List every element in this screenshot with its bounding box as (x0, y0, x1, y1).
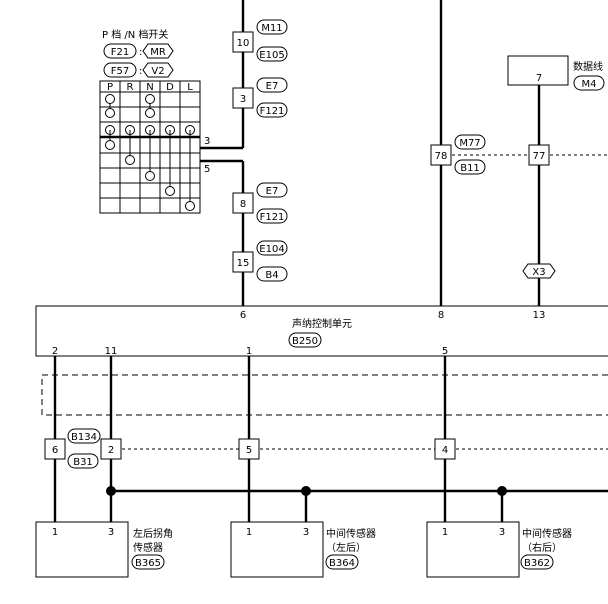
svg-text:1: 1 (52, 527, 58, 538)
switch-wires (200, 0, 245, 306)
svg-text:15: 15 (237, 258, 250, 269)
conn-e105: E105 (259, 50, 284, 61)
hex-mr-label: MR (150, 47, 166, 58)
data-line-box (507, 55, 569, 86)
lower-splice-6: 6 (52, 445, 58, 456)
sensor-1-line2: （左后） (326, 541, 366, 554)
hex-x3-label: X3 (532, 267, 545, 278)
splice-8: 8 E7 F121 (232, 182, 288, 224)
splice-78: 78 (435, 151, 448, 162)
svg-text:3: 3 (303, 527, 309, 538)
cu-pin-2: 2 (52, 346, 58, 357)
conn-m11: M11 (261, 23, 282, 34)
cu-pin-5: 5 (442, 346, 448, 357)
data-line-label: 数据线 (573, 60, 603, 73)
conn-e104: E104 (259, 244, 284, 255)
cu-title: 声纳控制单元 (292, 317, 352, 330)
col-r: R (127, 82, 134, 93)
switch-grid: P R N D L (99, 80, 201, 214)
col-d: D (166, 82, 174, 93)
pn-switch: P 档 /N 档开关 F21 : MR F57 : V2 P R N (99, 28, 210, 214)
conn-m77: M77 (459, 138, 480, 149)
svg-text:3: 3 (499, 527, 505, 538)
conn-b362: B362 (524, 558, 550, 569)
lower-wires (53, 356, 608, 522)
svg-text:1: 1 (246, 527, 252, 538)
junction-dot-3 (497, 486, 507, 496)
conn-b250: B250 (292, 336, 318, 347)
conn-badge-f57 (103, 62, 137, 78)
conn-b11: B11 (460, 163, 480, 174)
cu-pin-8: 8 (438, 310, 444, 321)
splice-77: 77 (533, 151, 546, 162)
sensor-1-line1: 中间传感器 (326, 527, 376, 540)
conn-b365: B365 (135, 558, 161, 569)
splice-15: 15 E104 B4 (232, 240, 288, 282)
col-l: L (187, 82, 193, 93)
lower-splice-2: 2 (108, 445, 114, 456)
svg-text:3: 3 (240, 94, 246, 105)
svg-text:7: 7 (536, 73, 542, 84)
splice-3: 3 E7 F121 (232, 77, 288, 118)
cu-pin-6: 6 (240, 310, 246, 321)
hex-v2-label: V2 (151, 66, 164, 77)
conn-b364: B364 (329, 558, 355, 569)
conn-f121-b: F121 (260, 212, 285, 223)
col-p: P (107, 82, 113, 93)
switch-contacts (105, 94, 195, 211)
sensor-0-line1: 左后拐角 (133, 527, 173, 540)
shield-boundary (41, 374, 608, 416)
svg-text:3: 3 (108, 527, 114, 538)
conn-b134: B134 (71, 432, 97, 443)
junction-dot-2 (301, 486, 311, 496)
switch-pin-3: 3 (204, 136, 210, 147)
junction-dot-1 (106, 486, 116, 496)
data-line: 7 数据线 M4 77 X3 (507, 55, 605, 306)
conn-m4: M4 (582, 79, 597, 90)
svg-text:8: 8 (240, 199, 246, 210)
hex-badge-mr (142, 43, 174, 59)
cu-pin-11: 11 (105, 346, 118, 357)
svg-text::: : (139, 66, 142, 77)
sensor-0-line2: 传感器 (133, 541, 163, 554)
sensor-2-line2: （右后） (522, 541, 562, 554)
svg-text:10: 10 (237, 38, 250, 49)
splice-10: 10 M11 E105 (232, 19, 288, 62)
sensor-middle-left: 1 3 中间传感器 （左后） B364 (230, 521, 376, 578)
sensor-left-corner: 1 3 左后拐角 传感器 B365 (35, 521, 173, 578)
sensor-middle-right: 1 3 中间传感器 （右后） B362 (426, 521, 572, 578)
hex-badge-x3 (522, 263, 556, 279)
conn-f57-label: F57 (111, 66, 129, 77)
conn-e7-b: E7 (266, 186, 279, 197)
conn-b31: B31 (73, 457, 93, 468)
svg-text:1: 1 (442, 527, 448, 538)
switch-title: P 档 /N 档开关 (102, 28, 168, 41)
svg-text::: : (139, 47, 142, 58)
lower-splice-4: 4 (442, 445, 448, 456)
conn-f21-label: F21 (111, 47, 129, 58)
cu-pin-1: 1 (246, 346, 252, 357)
wire-pin8: 78 M77 B11 (430, 0, 608, 306)
lower-splice-5: 5 (246, 445, 252, 456)
conn-badge-f21 (103, 43, 137, 59)
switch-pin-5: 5 (204, 164, 210, 175)
control-unit: 6 8 13 声纳控制单元 B250 2 11 1 5 (35, 305, 608, 357)
lower-splices: 6 2 B134 B31 5 4 (44, 428, 456, 469)
sensor-2-line1: 中间传感器 (522, 527, 572, 540)
conn-f121-a: F121 (260, 106, 285, 117)
col-n: N (146, 82, 153, 93)
cu-pin-13: 13 (533, 310, 546, 321)
conn-b4: B4 (265, 270, 278, 281)
hex-badge-v2 (142, 62, 174, 78)
conn-e7-a: E7 (266, 81, 279, 92)
